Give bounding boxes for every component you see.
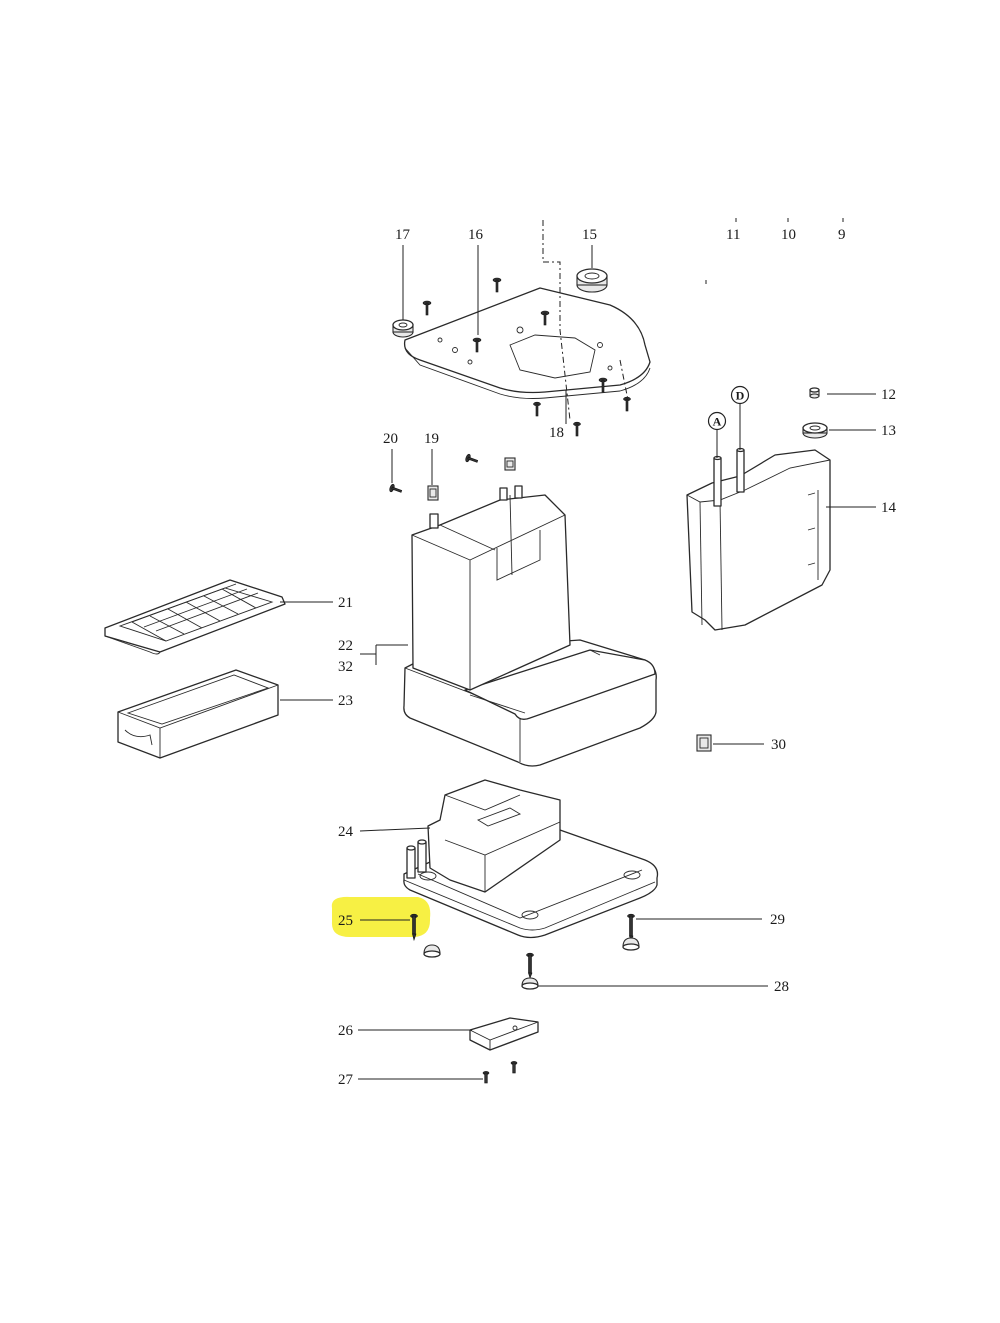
- callout-21: 21: [338, 595, 353, 611]
- callout-26: 26: [338, 1023, 354, 1039]
- connection-marker-d: D: [730, 385, 750, 405]
- screw-25: [410, 913, 418, 942]
- cap-12: [809, 387, 820, 399]
- screw-28: [526, 952, 534, 979]
- callout-12: 12: [881, 387, 896, 403]
- clip-19: [427, 457, 516, 501]
- callout-20: 20: [383, 431, 398, 447]
- callout-labels: 17 16 15 11 10 9 12 13 14 18 20 19 21 22…: [338, 227, 897, 1088]
- grommet-17: [392, 319, 414, 338]
- callout-17: 17: [395, 227, 411, 243]
- callout-29: 29: [770, 912, 785, 928]
- drip-tray-23: [117, 669, 279, 759]
- foot-29: [622, 937, 640, 951]
- callout-22: 22: [338, 638, 353, 654]
- callout-27: 27: [338, 1072, 354, 1088]
- callout-19: 19: [424, 431, 439, 447]
- callout-23: 23: [338, 693, 353, 709]
- callout-9: 9: [838, 227, 846, 243]
- main-housing: [403, 485, 657, 767]
- callout-32: 32: [338, 659, 353, 675]
- base-24: [403, 779, 659, 939]
- tank-tubes: [713, 404, 745, 507]
- callout-10: 10: [781, 227, 796, 243]
- plate-26: [469, 1017, 539, 1051]
- callout-15: 15: [582, 227, 597, 243]
- callout-30: 30: [771, 737, 786, 753]
- assembly-axis-line: [542, 220, 571, 421]
- connection-marker-a: A: [707, 411, 727, 431]
- label-30: [696, 734, 712, 752]
- screws-27: [482, 1061, 518, 1084]
- callout-24: 24: [338, 824, 354, 840]
- svg-text:D: D: [736, 389, 745, 403]
- callout-28: 28: [774, 979, 789, 995]
- water-tank: [686, 449, 831, 631]
- gasket-13: [802, 422, 828, 439]
- screw-20: [389, 453, 479, 493]
- highlight-marker-25: [331, 896, 431, 937]
- top-plate: [403, 287, 651, 399]
- foot-25: [423, 944, 441, 958]
- callout-11: 11: [726, 227, 740, 243]
- leader-lines: [280, 245, 876, 1080]
- grommet-15: [576, 268, 608, 293]
- screws-18: [533, 396, 631, 437]
- callout-18: 18: [549, 425, 564, 441]
- callout-13: 13: [881, 423, 896, 439]
- screws-16: [422, 277, 608, 393]
- drip-grid-21: [104, 579, 286, 655]
- callout-14: 14: [881, 500, 897, 516]
- screw-29: [627, 913, 635, 942]
- callout-16: 16: [468, 227, 484, 243]
- callout-25: 25: [338, 913, 353, 929]
- svg-text:A: A: [713, 415, 722, 429]
- foot-28: [521, 977, 539, 990]
